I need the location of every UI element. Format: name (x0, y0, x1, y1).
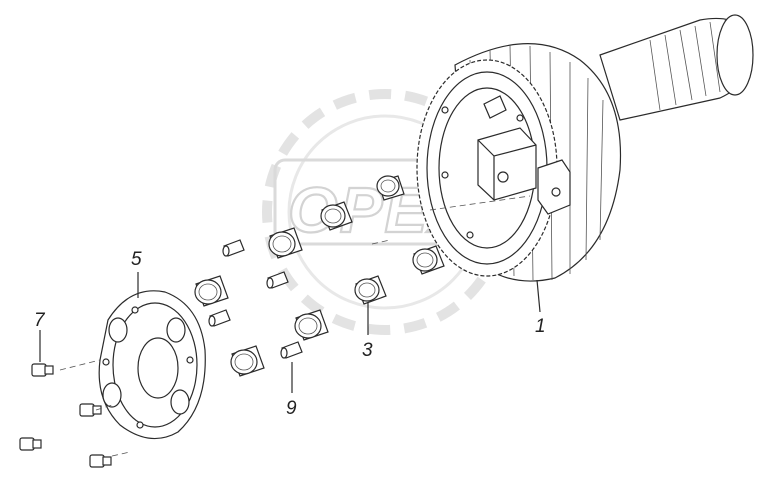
gear-shaft-part (416, 14, 754, 282)
callout-labels: 1 3 5 7 9 (34, 249, 546, 419)
assembly-lines (59, 195, 531, 457)
bushing (320, 201, 353, 231)
bolt (19, 437, 42, 451)
bushing (230, 345, 265, 377)
pin (280, 341, 303, 359)
bushing (354, 275, 387, 305)
callout-label-3: 3 (362, 340, 373, 361)
bolt (89, 454, 112, 468)
bushing (376, 175, 405, 201)
bushing (268, 227, 303, 259)
bushings (194, 175, 445, 377)
leader-lines (39, 272, 541, 393)
bushing (412, 245, 445, 275)
bolt (31, 363, 54, 377)
flange-plate-part (98, 290, 206, 440)
pins (208, 239, 303, 359)
callout-label-1: 1 (535, 316, 546, 337)
bolts (19, 363, 112, 468)
bushing (194, 275, 229, 307)
callout-label-9: 9 (286, 398, 297, 419)
bolt (79, 403, 102, 417)
bushing (294, 309, 329, 341)
callout-label-7: 7 (34, 310, 46, 331)
pin (222, 239, 245, 257)
pin (266, 271, 289, 289)
callout-label-5: 5 (131, 249, 142, 270)
pin (208, 309, 231, 327)
